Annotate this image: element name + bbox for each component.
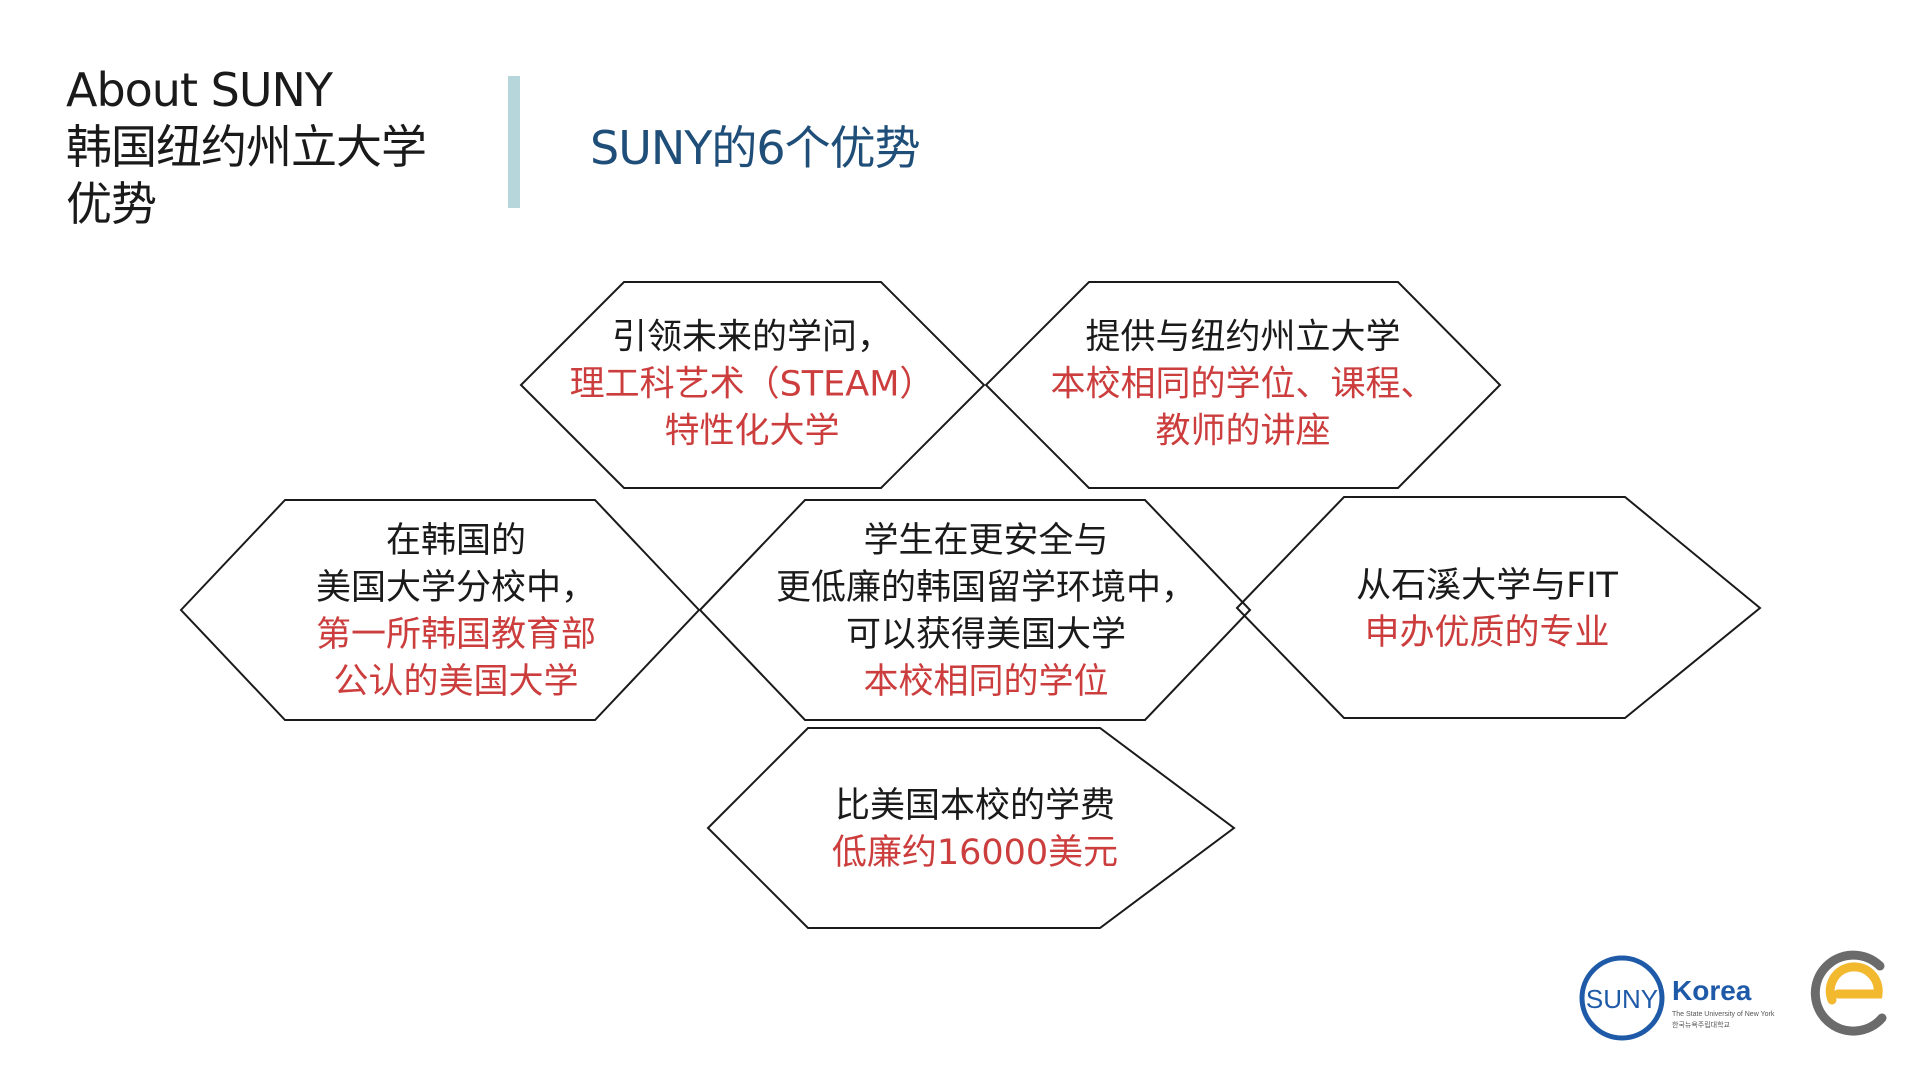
hexagon-first-recognized-text: 在韩国的 美国大学分校中， 第一所韩国教育部 公认的美国大学 [316,518,596,706]
section-title-line-3: 优势 [66,177,157,231]
hexagon-safe-environment-line-3: 可以获得美国大学 [845,615,1127,655]
hexagon-first-recognized-line-1: 在韩国的 [385,521,527,561]
hexagon-steam-text: 引领未来的学问， 理工科艺术（STEAM） 特性化大学 [570,315,935,456]
slide-title: SUNY的6个优势 [590,121,921,175]
section-title: About SUNY 韩国纽约州立大学 优势 [66,62,427,233]
section-title-line-2: 韩国纽约州立大学 [66,120,427,174]
hexagon-safe-environment-line-2: 更低廉的韩国留学环境中， [775,568,1197,608]
section-title-line-1: About SUNY [66,63,333,117]
hexagon-steam-line-2: 理工科艺术（STEAM） [569,364,935,405]
hexagon-same-degree-courses-line-3: 教师的讲座 [1155,411,1331,452]
suny-logo-mark: SUNY [1586,984,1658,1014]
vertical-divider [508,76,520,208]
hexagon-first-recognized-line-4: 公认的美国大学 [333,662,579,702]
hexagon-first-recognized-line-3: 第一所韩国教育部 [315,615,597,655]
hexagon-same-degree-courses-line-2: 本校相同的学位、课程、 [1050,364,1436,405]
hexagon-specialized-majors [1235,496,1762,719]
hexagon-same-degree-courses-text: 提供与纽约州立大学 本校相同的学位、课程、 教师的讲座 [1050,315,1435,456]
hexagon-safe-environment [698,499,1252,721]
suny-logo-korean: 한국뉴욕주립대학교 [1672,1020,1731,1029]
hexagon-steam [519,281,986,489]
hexagon-safe-environment-line-1: 学生在更安全与 [863,521,1109,561]
hexagon-lower-tuition-line-1: 比美国本校的学费 [834,786,1115,826]
hexagon-lower-tuition-line-2: 低廉约16000美元 [831,833,1119,873]
hexagon-safe-environment-line-4: 本校相同的学位 [863,662,1109,702]
hexagon-specialized-majors-line-2: 申办优质的专业 [1364,613,1610,653]
suny-logo-word: Korea [1672,975,1752,1006]
suny-korea-logo: SUNY Korea The State University of New Y… [1579,955,1775,1041]
suny-logo-tagline: The State University of New York [1672,1011,1775,1018]
e-logo [1810,950,1887,1036]
hexagon-safe-environment-text: 学生在更安全与 更低廉的韩国留学环境中， 可以获得美国大学 本校相同的学位 [776,518,1196,706]
hexagon-first-recognized-line-2: 美国大学分校中， [315,568,597,608]
hexagon-lower-tuition-text: 比美国本校的学费 低廉约16000美元 [832,783,1118,877]
hexagon-lower-tuition [706,727,1236,929]
hexagon-same-degree-courses-line-1: 提供与纽约州立大学 [1085,317,1401,358]
hexagon-specialized-majors-line-1: 从石溪大学与FIT [1356,566,1618,606]
hexagon-specialized-majors-text: 从石溪大学与FIT 申办优质的专业 [1356,563,1618,657]
hexagon-steam-line-1: 引领未来的学问， [611,317,893,358]
hexagon-steam-line-3: 特性化大学 [664,411,840,452]
hexagon-same-degree-courses [984,281,1502,489]
